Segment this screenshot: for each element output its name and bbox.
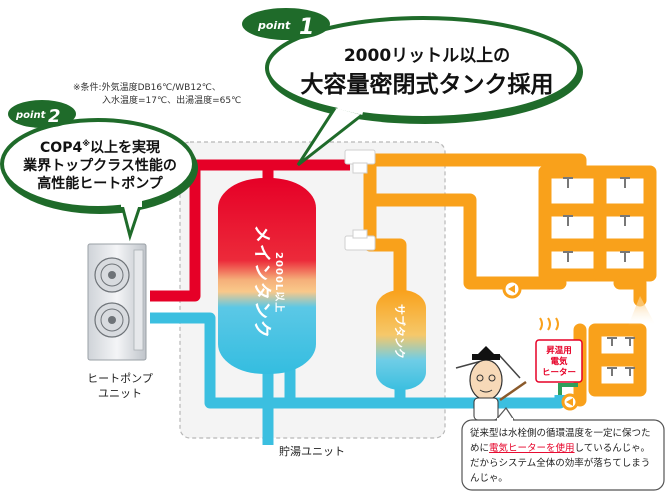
point1-bubble bbox=[265, 16, 583, 167]
speech-line3: だからシステム全体の効率が落ちてしまう bbox=[470, 457, 650, 469]
point2-badge bbox=[8, 100, 76, 128]
heat-pump-label-1: ヒートポンプ bbox=[87, 372, 153, 385]
main-tank-capacity: 2000L以上 bbox=[273, 252, 286, 313]
shower-spray-icon bbox=[628, 296, 656, 326]
point1-number: 1 bbox=[299, 15, 314, 40]
speech-line1: 従来型は水栓側の循環温度を一定に保つた bbox=[470, 427, 651, 439]
svg-text:めに電気ヒーターを使用しているんじゃ。: めに電気ヒーターを使用しているんじゃ。 bbox=[470, 442, 650, 454]
point2-tag: point bbox=[15, 110, 47, 121]
condition-note-line2: 入水温度=17℃、出湯温度=65℃ bbox=[102, 94, 241, 106]
svg-text:COP4※以上を実現: COP4※以上を実現 bbox=[40, 138, 160, 156]
heat-pump-unit bbox=[87, 243, 147, 361]
heater-line3: ヒーター bbox=[542, 367, 576, 378]
heat-wave-icon bbox=[539, 317, 559, 331]
point1-line2: 大容量密閉式タンク採用 bbox=[301, 71, 554, 98]
point1-line1: 2000リットル以上の bbox=[344, 46, 510, 66]
t-fittings bbox=[344, 149, 376, 251]
speech-line2-post: しているんじゃ。 bbox=[575, 443, 651, 454]
speech-line4: んじゃ。 bbox=[470, 473, 508, 484]
heat-pump-label-2: ユニット bbox=[98, 387, 142, 400]
speech-line2-pre: めに bbox=[470, 443, 489, 454]
point1-badge bbox=[242, 8, 330, 40]
cold-water-pipes bbox=[150, 312, 566, 445]
main-tank-title: メインタンク bbox=[251, 225, 272, 339]
sub-tank-title: サブタンク bbox=[393, 304, 407, 359]
point2-line2: 業界トップクラス性能の bbox=[22, 157, 177, 174]
point2-line3: 高性能ヒートポンプ bbox=[37, 175, 164, 192]
faucet-icons bbox=[563, 177, 635, 376]
speech-bubble bbox=[461, 406, 665, 491]
point1-tag: point bbox=[257, 19, 291, 32]
point2-line1: COP4 bbox=[40, 140, 82, 156]
heater-line1: 昇温用 bbox=[546, 345, 572, 356]
point2-footnote-mark: ※ bbox=[82, 138, 90, 148]
speech-line2-highlight: 電気ヒーターを使用 bbox=[489, 442, 575, 454]
heater-pipe bbox=[558, 383, 578, 395]
main-tank bbox=[218, 178, 316, 374]
point2-bubble bbox=[0, 118, 198, 242]
electric-heater bbox=[535, 339, 583, 383]
circulation-pumps bbox=[502, 279, 579, 411]
professor-character bbox=[455, 346, 527, 421]
storage-unit-label: 貯湯ユニット bbox=[279, 445, 345, 458]
point2-line1-rest: 以上を実現 bbox=[90, 139, 160, 156]
condition-note-line1: ※条件:外気温度DB16℃/WB12℃、 bbox=[73, 81, 221, 93]
point2-number: 2 bbox=[48, 106, 61, 127]
sub-tank bbox=[376, 290, 426, 390]
heater-line2: 電気 bbox=[550, 356, 568, 367]
